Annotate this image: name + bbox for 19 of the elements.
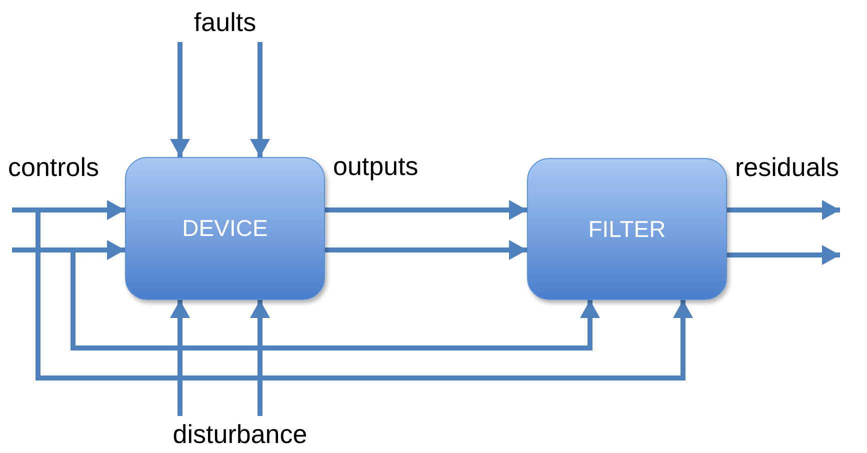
input-label: disturbance: [150, 416, 330, 452]
arrow: [36, 210, 693, 380]
arrow: [12, 200, 125, 220]
arrow: [727, 245, 840, 265]
process-box: DEVICE: [125, 157, 325, 300]
signal-label: residuals: [735, 151, 840, 184]
arrow: [70, 250, 600, 350]
arrow: [727, 200, 840, 220]
process-box: FILTER: [527, 158, 727, 300]
arrow: [325, 200, 527, 220]
arrow: [250, 42, 270, 157]
signal-label: controls: [8, 151, 100, 184]
arrow: [250, 300, 270, 416]
signal-label: outputs: [333, 150, 418, 183]
arrow: [325, 240, 527, 260]
input-label: faults: [170, 2, 280, 42]
arrow: [12, 240, 125, 260]
arrow: [170, 300, 190, 416]
arrow: [170, 42, 190, 157]
